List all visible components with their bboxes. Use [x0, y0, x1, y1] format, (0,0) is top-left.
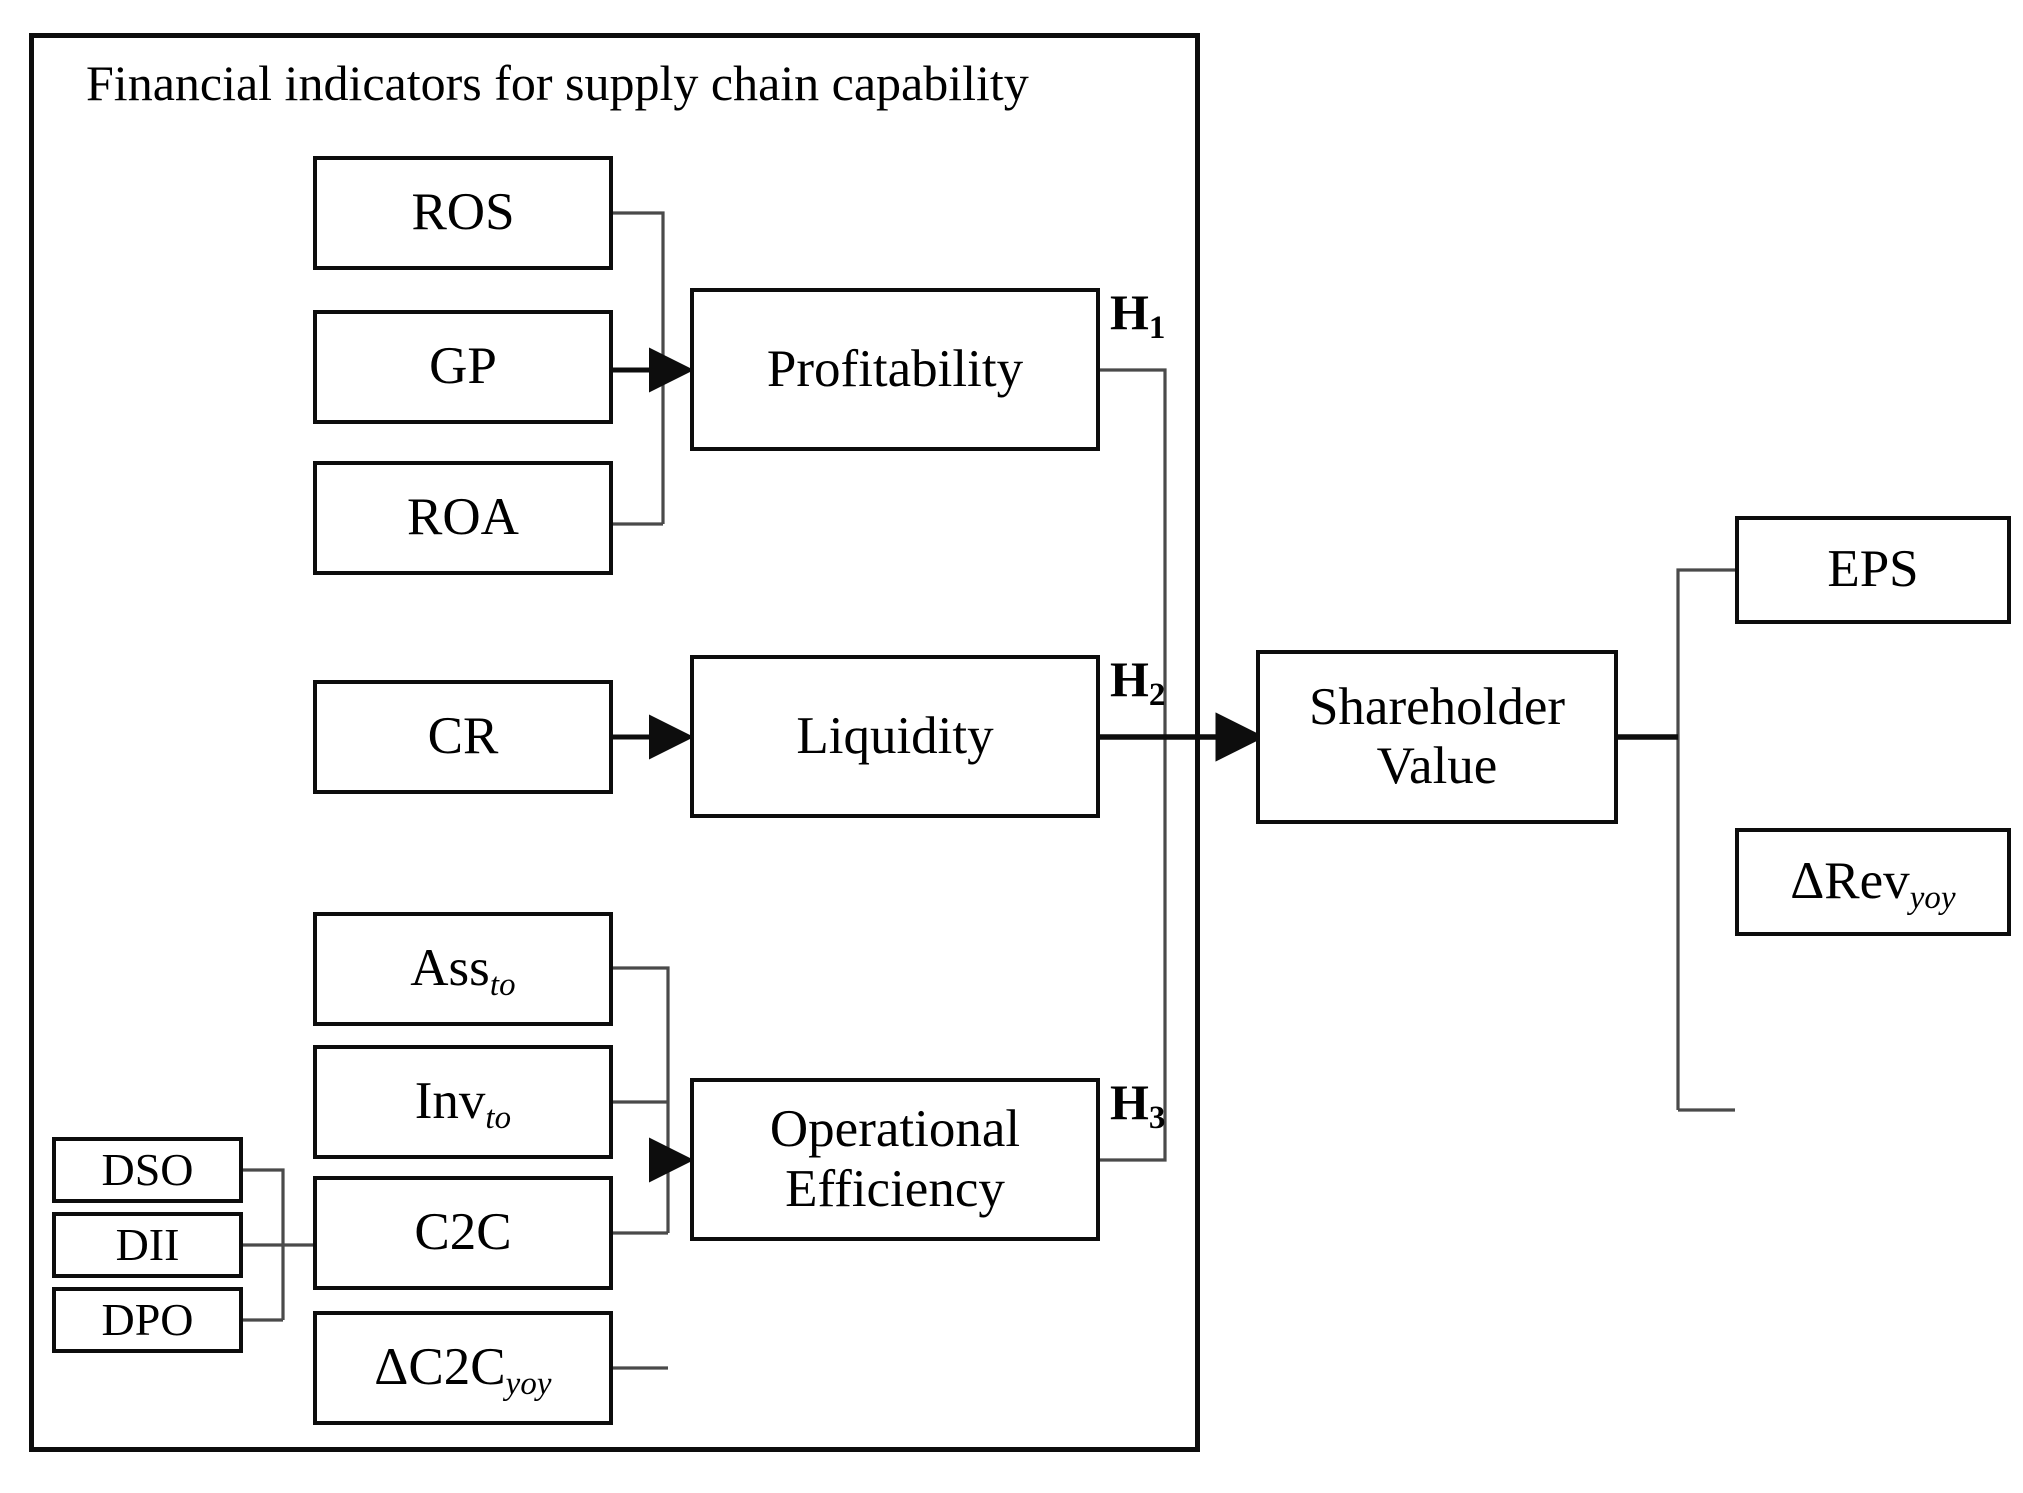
hypothesis-label-h1: H1 [1110, 283, 1165, 346]
indicator-label-inv-to: Invto [414, 1072, 512, 1136]
construct-label-profitability: Profitability [766, 339, 1024, 398]
indicator-label-roa: ROA [407, 488, 519, 547]
indicator-box-dc2c-yoy[interactable]: ΔC2Cyoy [313, 1311, 613, 1425]
hypothesis-label-h3: H3 [1110, 1073, 1165, 1136]
hypothesis-letter-h2: H [1110, 651, 1149, 707]
indicator-box-cr[interactable]: CR [313, 680, 613, 794]
indicator-label-cr: CR [427, 707, 499, 766]
indicator-sub-ass: to [489, 967, 516, 1004]
indicator-label-dc2c-yoy: ΔC2Cyoy [374, 1338, 551, 1402]
construct-box-profitability[interactable]: Profitability [690, 288, 1100, 451]
outcome-box-shareholder-value[interactable]: Shareholder Value [1256, 650, 1618, 824]
link-eps-bracket [1676, 568, 1735, 1110]
indicator-box-roa[interactable]: ROA [313, 461, 613, 575]
hypothesis-index-h2: 2 [1148, 677, 1166, 714]
construct-label-operational-efficiency: Operational Efficiency [769, 1100, 1021, 1218]
indicator-box-dpo[interactable]: DPO [52, 1287, 243, 1353]
indicator-base-c2c: C2C [414, 1203, 512, 1262]
hypothesis-index-h1: 1 [1148, 310, 1166, 347]
indicator-base-dc2c: ΔC2C [374, 1338, 506, 1397]
hypothesis-letter-h1: H [1110, 284, 1149, 340]
indicator-label-dpo: DPO [101, 1294, 194, 1346]
outcome-label-line1: Shareholder [1308, 677, 1566, 736]
construct-label-liquidity: Liquidity [796, 706, 994, 765]
indicator-base-ass: Ass [410, 939, 490, 998]
indicator-box-c2c[interactable]: C2C [313, 1176, 613, 1290]
indicator-label-c2c: C2C [414, 1203, 511, 1262]
outcome-label-line2: Value [1376, 737, 1498, 795]
indicator-box-eps[interactable]: EPS [1735, 516, 2011, 624]
indicator-label-dso: DSO [101, 1144, 194, 1196]
indicator-box-ass-to[interactable]: Assto [313, 912, 613, 1026]
indicator-label-gp: GP [429, 337, 497, 396]
construct-box-operational-efficiency[interactable]: Operational Efficiency [690, 1078, 1100, 1241]
indicator-box-inv-to[interactable]: Invto [313, 1045, 613, 1159]
indicator-label-drev-yoy: ΔRevyoy [1790, 852, 1956, 916]
indicator-box-dii[interactable]: DII [52, 1212, 243, 1278]
indicator-sub-drev: yoy [1909, 880, 1956, 917]
hypothesis-label-h2: H2 [1110, 650, 1165, 713]
indicator-sub-inv: to [485, 1100, 512, 1137]
indicator-label-ass-to: Assto [410, 939, 515, 1003]
construct-box-liquidity[interactable]: Liquidity [690, 655, 1100, 818]
indicator-base-drev: ΔRev [1790, 852, 1910, 911]
indicator-sub-dc2c: yoy [505, 1366, 552, 1403]
indicator-box-ros[interactable]: ROS [313, 156, 613, 270]
indicator-label-eps: EPS [1827, 540, 1918, 599]
hypothesis-index-h3: 3 [1148, 1100, 1166, 1137]
indicator-base-inv: Inv [414, 1072, 486, 1131]
hypothesis-letter-h3: H [1110, 1074, 1149, 1130]
supply-chain-capability-container [29, 33, 1200, 1452]
container-title: Financial indicators for supply chain ca… [86, 55, 1029, 111]
indicator-box-dso[interactable]: DSO [52, 1137, 243, 1203]
indicator-box-drev-yoy[interactable]: ΔRevyoy [1735, 828, 2011, 936]
indicator-base-eps: EPS [1827, 540, 1919, 599]
indicator-label-dii: DII [115, 1219, 180, 1271]
indicator-box-gp[interactable]: GP [313, 310, 613, 424]
indicator-label-ros: ROS [411, 183, 515, 242]
